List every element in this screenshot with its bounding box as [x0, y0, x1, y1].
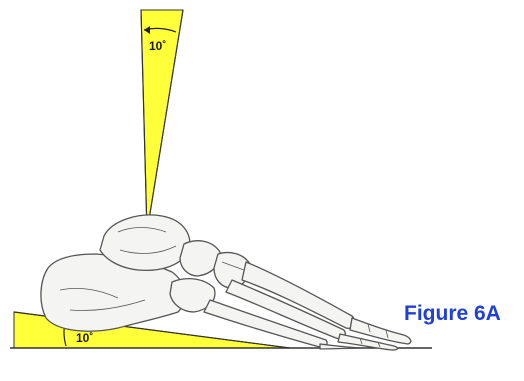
vertical-angle-wedge: 10˚ — [141, 10, 183, 232]
foot-bones-illustration — [41, 215, 411, 350]
floor-angle-label: 10˚ — [76, 331, 93, 345]
vertical-angle-label: 10˚ — [149, 39, 166, 53]
talus-bone — [100, 215, 190, 270]
figure-caption: Figure 6A — [404, 302, 501, 326]
